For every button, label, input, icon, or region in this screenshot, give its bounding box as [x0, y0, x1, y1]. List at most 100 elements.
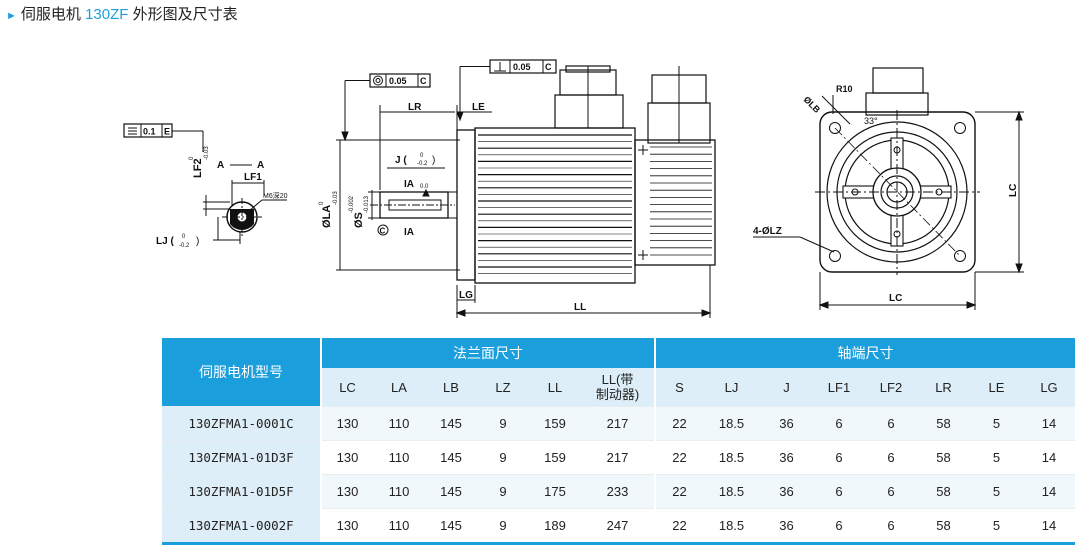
value-cell: 6: [865, 508, 917, 544]
value-cell: 5: [970, 406, 1023, 441]
value-cell: 58: [917, 474, 970, 509]
value-cell: 110: [373, 508, 425, 544]
column-header: LJ: [703, 368, 760, 407]
ia-sub: 0.0: [420, 184, 429, 190]
value-cell: 6: [865, 474, 917, 509]
value-cell: 6: [865, 406, 917, 441]
column-header: LB: [425, 368, 477, 407]
lf2-tol-upper: 0: [189, 156, 195, 160]
flatness-tol-text: 0.1: [143, 127, 156, 137]
la-tol-lower: -0.03: [333, 191, 339, 205]
value-cell: 159: [529, 406, 581, 441]
value-cell: 14: [1023, 508, 1075, 544]
perp-tol: 0.05: [513, 62, 531, 72]
lj-label: LJ (: [156, 236, 174, 247]
value-cell: 145: [425, 508, 477, 544]
j-tol-lower: -0.2: [417, 161, 428, 167]
s-tol-lower: -0.013: [364, 195, 370, 213]
datum-c-marker: C: [380, 227, 386, 236]
column-header: LE: [970, 368, 1023, 407]
section-view: 0.1 E LF2 0 -0.03 A A LF1 M6深20 L: [123, 123, 288, 249]
r10-label: R10: [836, 84, 853, 94]
lf2-label: LF2: [192, 158, 204, 178]
value-cell: 145: [425, 440, 477, 475]
value-cell: 22: [654, 440, 703, 475]
value-cell: 36: [760, 440, 813, 475]
motor-flange: [456, 129, 476, 281]
column-header: LL: [529, 368, 581, 407]
le-label: LE: [472, 102, 485, 113]
j-label: J (: [395, 155, 407, 166]
value-cell: 22: [654, 406, 703, 441]
model-cell: 130ZFMA1-01D3F: [162, 440, 321, 475]
column-header: LG: [1023, 368, 1075, 407]
column-header: S: [654, 368, 703, 407]
value-cell: 22: [654, 508, 703, 544]
encoder-fins: [650, 146, 712, 256]
value-cell: 14: [1023, 474, 1075, 509]
column-header: LZ: [477, 368, 529, 407]
value-cell: 14: [1023, 406, 1075, 441]
lf2-tol-lower: -0.03: [204, 146, 210, 160]
lj-tol-upper: 0: [182, 234, 186, 240]
mount-hole-bl: [829, 250, 841, 262]
value-cell: 247: [581, 508, 655, 544]
value-cell: 18.5: [703, 440, 760, 475]
la-tol-upper: 0: [319, 201, 325, 205]
value-cell: 145: [425, 474, 477, 509]
value-cell: 6: [813, 406, 865, 441]
side-view: 0.05 C 0.05 C LR LE J ( 0 -0.2 ) IA 0.0 …: [319, 59, 716, 318]
column-header: J: [760, 368, 813, 407]
value-cell: 110: [373, 440, 425, 475]
value-cell: 6: [813, 474, 865, 509]
ia-bottom: IA: [404, 227, 414, 238]
model-cell: 130ZFMA1-01D5F: [162, 474, 321, 509]
value-cell: 217: [581, 406, 655, 441]
motor-fins: [478, 134, 632, 274]
s-label: ØS: [353, 212, 365, 228]
encoder-housing: [634, 139, 716, 266]
concentricity-datum: C: [420, 76, 427, 86]
la-label: ØLA: [321, 205, 333, 228]
column-header: LC: [320, 368, 373, 407]
angle-label: 33°: [864, 116, 878, 126]
value-cell: 9: [477, 508, 529, 544]
value-cell: 6: [813, 440, 865, 475]
value-cell: 189: [529, 508, 581, 544]
value-cell: 36: [760, 508, 813, 544]
value-cell: 5: [970, 474, 1023, 509]
value-cell: 233: [581, 474, 655, 509]
column-header: LA: [373, 368, 425, 407]
lz-label: 4-ØLZ: [753, 226, 782, 237]
model-cell: 130ZFMA1-0001C: [162, 406, 321, 441]
shaft-header: 轴端尺寸: [654, 338, 1075, 368]
concentricity-tol: 0.05: [389, 76, 407, 86]
value-cell: 58: [917, 440, 970, 475]
value-cell: 6: [813, 508, 865, 544]
lr-label: LR: [408, 102, 422, 113]
column-header: LR: [917, 368, 970, 407]
value-cell: 159: [529, 440, 581, 475]
triangle-right-icon: ►: [6, 10, 17, 22]
ll-label: LL: [574, 302, 586, 313]
thread-label: M6深20: [263, 191, 288, 200]
title-model: 130ZF: [85, 6, 129, 23]
value-cell: 6: [865, 440, 917, 475]
lj-close: ): [196, 236, 199, 247]
lc-right-label: LC: [1008, 184, 1019, 197]
value-cell: 130: [320, 474, 373, 509]
ia-label: IA: [404, 179, 414, 190]
value-cell: 9: [477, 406, 529, 441]
table-group-header: 伺服电机型号 法兰面尺寸 轴端尺寸: [162, 338, 1075, 407]
value-cell: 5: [970, 508, 1023, 544]
lc-bottom-label: LC: [889, 293, 902, 304]
value-cell: 217: [581, 440, 655, 475]
title-suffix: 外形图及尺寸表: [128, 6, 238, 23]
